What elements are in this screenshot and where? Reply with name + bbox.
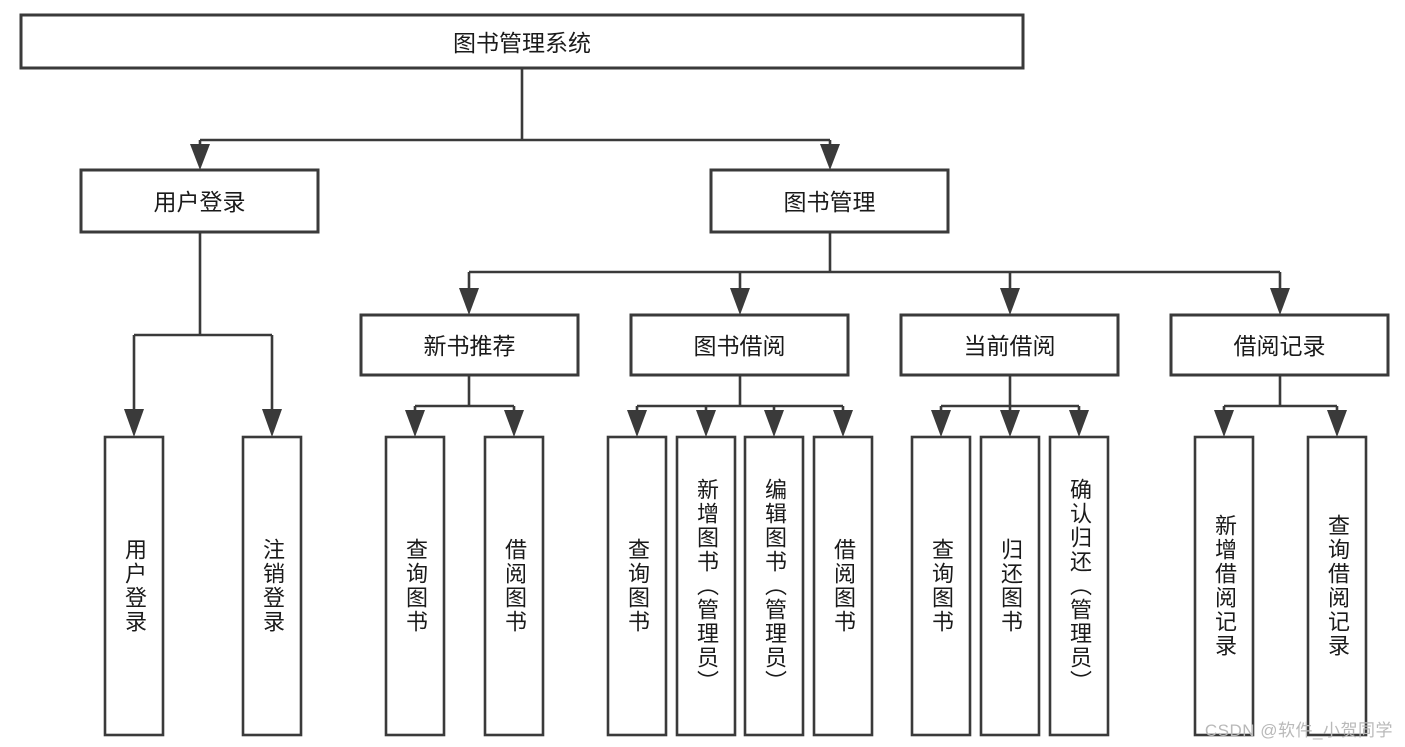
- node-book-borrow-label: 图书借阅: [694, 333, 786, 359]
- watermark-text: CSDN @软件_小贺同学: [1204, 721, 1393, 740]
- node-new-book-recommend[interactable]: 新书推荐: [359, 313, 580, 377]
- node-leaf-user-login[interactable]: [103, 435, 165, 737]
- node-book-borrow[interactable]: 图书借阅: [629, 313, 850, 377]
- node-leaf-query-record[interactable]: [1306, 435, 1368, 737]
- node-leaf-logout-login[interactable]: [241, 435, 303, 737]
- node-leaf-borrow-book-1[interactable]: [483, 435, 545, 737]
- connector-bookmanagement-to-level3: [459, 232, 1290, 315]
- node-current-borrow-label: 当前借阅: [964, 333, 1056, 359]
- connector-currentborrow-to-leaves: [931, 375, 1089, 437]
- node-root[interactable]: 图书管理系统: [19, 13, 1025, 70]
- node-leaf-return-book[interactable]: [979, 435, 1041, 737]
- node-leaf-query-book-3[interactable]: [910, 435, 972, 737]
- node-new-book-recommend-label: 新书推荐: [424, 333, 516, 359]
- connector-userlogin-to-leaves: [124, 232, 282, 437]
- connector-newbook-to-leaves: [405, 375, 524, 437]
- node-leaf-add-book[interactable]: [675, 435, 737, 737]
- node-leaf-edit-book[interactable]: [743, 435, 805, 737]
- node-leaf-confirm-return[interactable]: [1048, 435, 1110, 737]
- connector-bookborrow-to-leaves: [627, 375, 853, 437]
- node-leaf-borrow-book-2[interactable]: [812, 435, 874, 737]
- node-leaf-query-book-1[interactable]: [384, 435, 446, 737]
- node-current-borrow[interactable]: 当前借阅: [899, 313, 1120, 377]
- node-root-label: 图书管理系统: [453, 30, 591, 56]
- node-borrow-record[interactable]: 借阅记录: [1169, 313, 1390, 377]
- connector-borrowrecord-to-leaves: [1214, 375, 1347, 437]
- node-borrow-record-label: 借阅记录: [1234, 333, 1326, 359]
- node-leaf-add-record[interactable]: [1193, 435, 1255, 737]
- connector-root-to-level2: [190, 68, 840, 170]
- node-book-management[interactable]: 图书管理: [709, 168, 950, 234]
- node-user-login-label: 用户登录: [154, 189, 246, 215]
- node-book-management-label: 图书管理: [784, 189, 876, 215]
- node-user-login[interactable]: 用户登录: [79, 168, 320, 234]
- node-leaf-query-book-2[interactable]: [606, 435, 668, 737]
